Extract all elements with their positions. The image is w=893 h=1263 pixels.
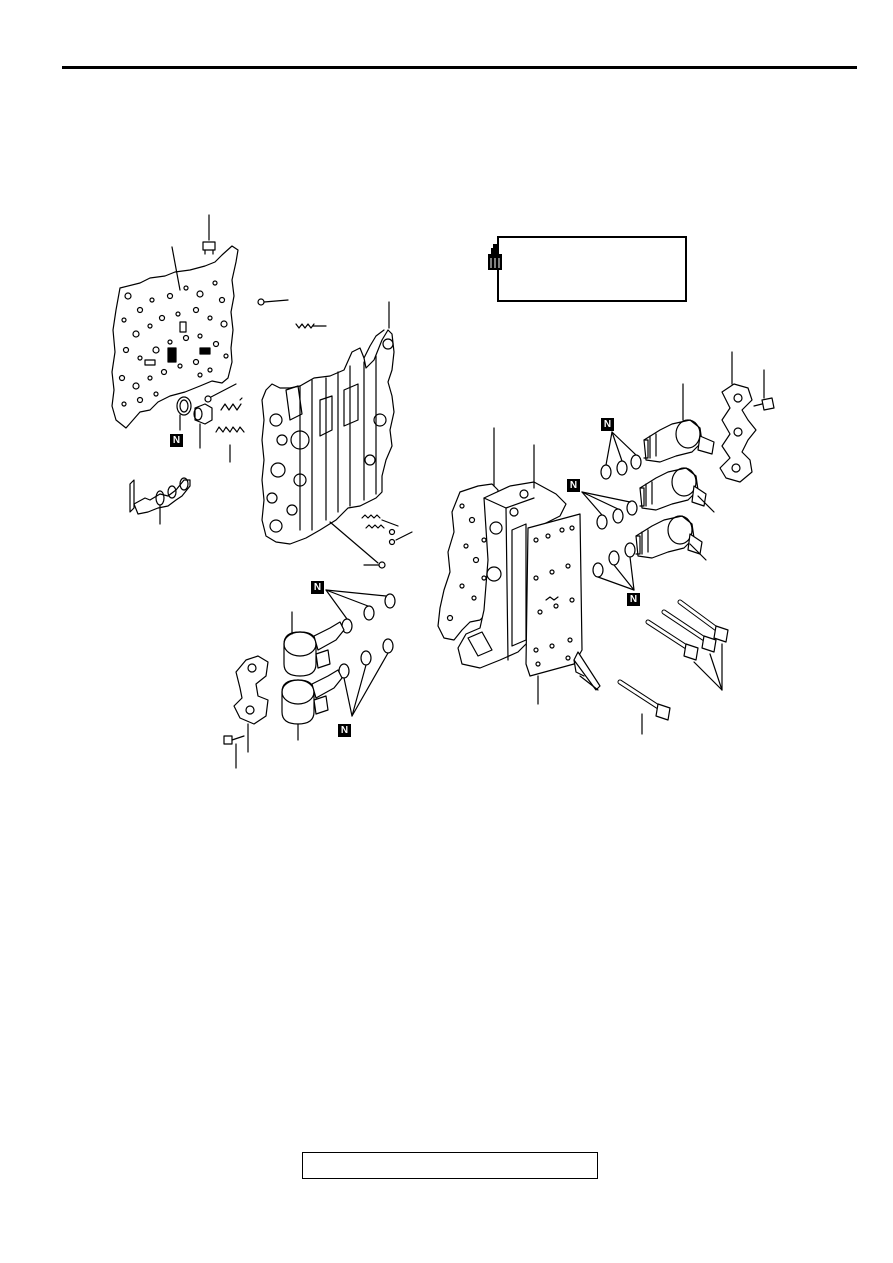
check-ball	[257, 298, 265, 306]
o-ring-left	[176, 396, 192, 431]
n-badge-icon: N	[601, 418, 614, 431]
header-rule	[62, 66, 857, 69]
leader-line	[329, 521, 379, 564]
long-bolts	[645, 599, 729, 691]
n-badge-icon: N	[567, 479, 580, 492]
solenoid-bottom-right	[635, 515, 707, 561]
o-rings-top-right	[600, 431, 642, 480]
detent-clip	[573, 651, 601, 691]
spring-long	[215, 426, 245, 463]
bolt-lower-left	[223, 735, 245, 769]
solenoid-mid-right	[639, 467, 715, 513]
n-badge-icon: N	[311, 581, 324, 594]
oil-can-icon	[488, 244, 502, 270]
solenoid-upper-left	[283, 611, 345, 677]
check-ball	[378, 561, 386, 569]
bolt-top-left	[202, 214, 216, 255]
footer-page-box	[302, 1152, 598, 1179]
manual-valve	[129, 477, 191, 525]
check-ball	[204, 395, 212, 403]
n-badge-icon: N	[627, 593, 640, 606]
o-rings-upper-left	[325, 589, 396, 634]
spring	[220, 397, 243, 411]
separating-plate-left	[111, 245, 239, 429]
o-rings-lower-left	[338, 638, 394, 717]
solenoid-lower-left	[281, 669, 343, 741]
n-badge-icon: N	[170, 434, 183, 447]
bracket-right	[719, 351, 757, 483]
o-rings-bottom-right	[592, 542, 636, 591]
cover-plate-right	[525, 513, 583, 705]
leader-line	[263, 299, 289, 303]
leader-line	[171, 246, 181, 291]
n-badge-icon: N	[338, 724, 351, 737]
solenoid-top-right	[643, 383, 715, 463]
valve-body-left	[261, 301, 395, 545]
o-rings-mid-right	[581, 491, 638, 530]
bolt-bracket-right	[753, 369, 775, 411]
bolt-single	[617, 679, 671, 735]
plug-left	[193, 403, 213, 449]
springs-pair	[361, 514, 413, 546]
bracket-left	[233, 655, 269, 753]
leader-line	[210, 383, 237, 398]
spring-small	[295, 323, 327, 329]
